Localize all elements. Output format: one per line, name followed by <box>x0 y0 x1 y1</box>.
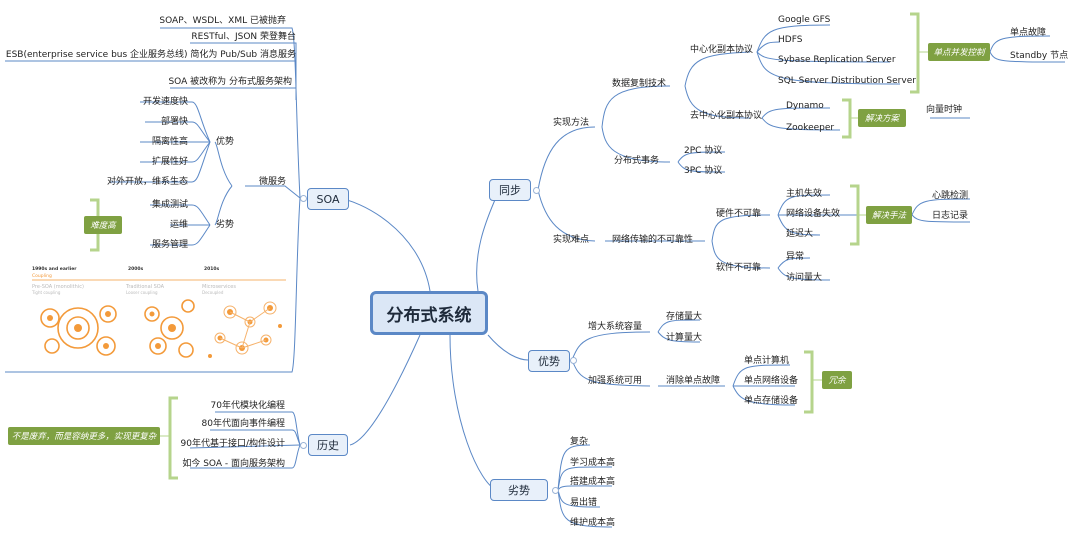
connector-center-sync <box>476 189 499 292</box>
cons-item-3[interactable]: 易出错 <box>570 498 598 508</box>
sync-centralized[interactable]: 中心化副本协议 <box>690 45 754 55</box>
image-col1-sub: Tight coupling <box>31 290 61 295</box>
soa-item-1[interactable]: RESTful、JSON 荣登舞台 <box>191 32 296 42</box>
soa-dis-item-0[interactable]: 集成测试 <box>151 200 188 210</box>
cons-item-2[interactable]: 搭建成本高 <box>570 477 616 487</box>
sync-impl-method[interactable]: 实现方法 <box>553 118 590 128</box>
image-col1-header: 1990s and earlier <box>32 266 77 272</box>
image-col3-sub: Decoupled <box>202 290 224 295</box>
soa-adv-item-3[interactable]: 扩展性好 <box>151 157 188 167</box>
image-coupling: Coupling <box>32 273 52 279</box>
topic-history[interactable]: 历史 <box>308 434 348 456</box>
soa-adv-item-2[interactable]: 隔离性高 <box>151 137 188 147</box>
cons-item-4[interactable]: 维护成本高 <box>570 518 616 528</box>
soa-evolution-illustration: 1990s and earlier 2000s 2010s Coupling P… <box>31 266 286 358</box>
sync-dist-tx-item-0[interactable]: 2PC 协议 <box>684 146 723 156</box>
sync-centralized-item-0[interactable]: Google GFS <box>778 15 831 25</box>
image-col2-title: Traditional SOA <box>125 284 165 290</box>
sync-data-replication[interactable]: 数据复制技术 <box>612 79 667 89</box>
sync-dist-tx-item-1[interactable]: 3PC 协议 <box>684 166 723 176</box>
sync-sw-unreliable[interactable]: 软件不可靠 <box>716 263 762 273</box>
note-history[interactable]: 不是废弃，而是容纳更多，实现更复杂 <box>8 427 160 445</box>
topic-cons[interactable]: 劣势 <box>490 479 548 501</box>
soa-item-3[interactable]: SOA 被改称为 分布式服务架构 <box>168 77 292 87</box>
pros-eliminate-item-0[interactable]: 单点计算机 <box>744 356 790 366</box>
sync-sw-item-1[interactable]: 访问量大 <box>786 273 823 283</box>
note-redundancy[interactable]: 冗余 <box>822 371 852 389</box>
sync-hw-solution-1[interactable]: 日志记录 <box>932 211 969 221</box>
sync-hw-unreliable[interactable]: 硬件不可靠 <box>716 209 762 219</box>
sync-hw-item-1[interactable]: 网络设备失效 <box>786 209 841 219</box>
sync-decentralized[interactable]: 去中心化副本协议 <box>690 111 763 121</box>
soa-item-0[interactable]: SOAP、WSDL、XML 已被抛弃 <box>159 16 286 26</box>
collapse-toggle-soa[interactable] <box>300 195 307 202</box>
pros-capacity-item-1[interactable]: 计算量大 <box>666 333 703 343</box>
collapse-toggle-sync[interactable] <box>533 187 540 194</box>
sync-impl-difficulty[interactable]: 实现难点 <box>553 235 590 245</box>
note-solution-method[interactable]: 解决手法 <box>866 206 912 224</box>
sync-decentralized-item-1[interactable]: Zookeeper <box>786 123 835 133</box>
sync-centralized-item-3[interactable]: SQL Server Distribution Server <box>778 76 916 86</box>
sync-hw-solution-0[interactable]: 心跳检测 <box>932 191 969 201</box>
sync-hw-item-0[interactable]: 主机失效 <box>786 189 823 199</box>
image-col2-sub: Looser coupling <box>126 290 158 295</box>
sync-hw-item-2[interactable]: 延迟大 <box>786 229 814 239</box>
note-solution[interactable]: 解决方案 <box>858 109 906 127</box>
soa-microservices[interactable]: 微服务 <box>259 177 287 187</box>
topic-soa[interactable]: SOA <box>307 188 349 210</box>
connector-center-pros <box>487 334 529 361</box>
soa-advantages[interactable]: 优势 <box>216 137 235 147</box>
pros-availability[interactable]: 加强系统可用 <box>588 376 643 386</box>
pros-eliminate[interactable]: 消除单点故障 <box>666 376 721 386</box>
soa-dis-item-1[interactable]: 运维 <box>169 220 188 230</box>
collapse-toggle-history[interactable] <box>300 442 307 449</box>
pros-capacity-item-0[interactable]: 存储量大 <box>666 312 703 322</box>
collapse-toggle-cons[interactable] <box>552 487 559 494</box>
history-item-0[interactable]: 70年代模块化编程 <box>210 401 285 411</box>
collapse-toggle-pros[interactable] <box>570 357 577 364</box>
pros-capacity[interactable]: 增大系统容量 <box>588 322 643 332</box>
sync-vector-clock[interactable]: 向量时钟 <box>926 105 963 115</box>
image-col2-header: 2000s <box>128 266 144 272</box>
sync-centralized-item-1[interactable]: HDFS <box>778 35 803 45</box>
soa-disadvantages[interactable]: 劣势 <box>216 220 235 230</box>
cons-item-0[interactable]: 复杂 <box>570 437 589 447</box>
soa-item-2[interactable]: ESB(enterprise service bus 企业服务总线) 简化为 P… <box>5 50 296 60</box>
sync-centralized-item-2[interactable]: Sybase Replication Server <box>778 55 896 65</box>
connector-center-history <box>349 334 421 446</box>
image-col3-header: 2010s <box>204 266 220 272</box>
topic-pros[interactable]: 优势 <box>528 350 570 372</box>
cons-item-1[interactable]: 学习成本高 <box>570 458 616 468</box>
history-item-1[interactable]: 80年代面向事件编程 <box>201 419 285 429</box>
soa-adv-item-0[interactable]: 开发速度快 <box>142 97 188 107</box>
central-topic[interactable]: 分布式系统 <box>370 291 488 335</box>
soa-adv-item-1[interactable]: 部署快 <box>160 117 188 127</box>
history-item-3[interactable]: 如今 SOA - 面向服务架构 <box>182 459 285 469</box>
topic-sync[interactable]: 同步 <box>489 179 531 201</box>
note-difficulty[interactable]: 难度高 <box>84 216 122 234</box>
image-col1-title: Pre-SOA (monolithic) <box>32 284 84 290</box>
note-single-point[interactable]: 单点并发控制 <box>928 43 990 61</box>
pros-eliminate-item-1[interactable]: 单点网络设备 <box>744 376 799 386</box>
history-item-2[interactable]: 90年代基于接口/构件设计 <box>180 439 286 449</box>
sync-single-point-item-0[interactable]: 单点故障 <box>1010 28 1047 38</box>
pros-eliminate-item-2[interactable]: 单点存储设备 <box>744 396 799 406</box>
connector-center-soa <box>336 197 431 292</box>
sync-sw-item-0[interactable]: 异常 <box>786 252 805 262</box>
sync-unreliable-net[interactable]: 网络传输的不可靠性 <box>612 235 694 245</box>
image-col3-title: Microservices <box>202 284 236 290</box>
sync-dist-tx[interactable]: 分布式事务 <box>614 156 660 166</box>
soa-dis-item-2[interactable]: 服务管理 <box>151 240 188 250</box>
soa-adv-item-4[interactable]: 对外开放，维系生态 <box>106 177 188 187</box>
soa-evolution-image: 1990s and earlier 2000s 2010s Coupling P… <box>30 262 288 368</box>
sync-single-point-item-1[interactable]: Standby 节点 <box>1010 51 1069 61</box>
sync-decentralized-item-0[interactable]: Dynamo <box>786 101 824 111</box>
connector-center-cons <box>449 334 498 491</box>
